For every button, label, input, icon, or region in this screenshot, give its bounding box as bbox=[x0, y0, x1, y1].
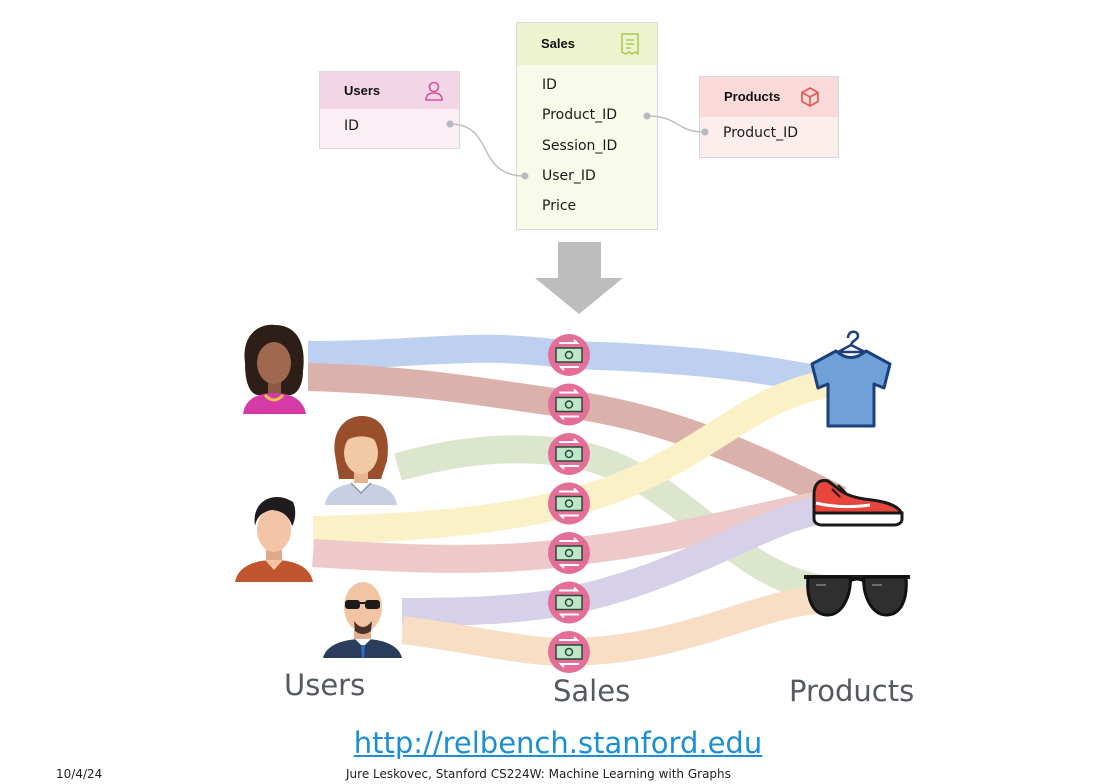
sales-column-label: Sales bbox=[553, 674, 631, 708]
relbench-link[interactable]: http://relbench.stanford.edu bbox=[353, 726, 763, 760]
sales-field-user-id: User_ID bbox=[542, 168, 596, 184]
bald-man-sunglasses-avatar bbox=[323, 575, 402, 658]
sales-table-title: Sales bbox=[541, 36, 575, 51]
products-table-header: Products bbox=[700, 77, 838, 117]
receipt-icon bbox=[621, 33, 639, 55]
edge-sale4-tshirt bbox=[565, 369, 838, 517]
sales-to-products-connector bbox=[643, 112, 709, 136]
users-column-label: Users bbox=[284, 668, 366, 702]
woman-red-hair-avatar bbox=[325, 415, 397, 505]
users-table-title: Users bbox=[344, 83, 381, 98]
users-field-id: ID bbox=[344, 118, 359, 134]
sales-field-product-id: Product_ID bbox=[542, 107, 618, 123]
products-table: Products Product_ID bbox=[699, 76, 839, 158]
footer-date: 10/4/24 bbox=[56, 767, 103, 781]
edge-user3-sale5 bbox=[312, 538, 572, 573]
tshirt-icon bbox=[810, 330, 892, 428]
users-table: Users ID bbox=[319, 71, 460, 149]
sunglasses-icon bbox=[804, 575, 910, 617]
users-table-header: Users bbox=[320, 72, 459, 109]
box-icon bbox=[801, 87, 819, 107]
products-table-title: Products bbox=[724, 89, 781, 104]
transform-arrow bbox=[535, 242, 623, 314]
products-column-label: Products bbox=[789, 674, 915, 708]
edge-ribbons bbox=[306, 334, 847, 666]
man-dark-hair-avatar bbox=[235, 496, 313, 582]
footer-credit: Jure Leskovec, Stanford CS224W: Machine … bbox=[346, 767, 731, 781]
edge-sale1-tshirt bbox=[568, 341, 835, 396]
edge-sale6-sneaker bbox=[566, 496, 825, 615]
users-to-sales-connector bbox=[446, 120, 529, 180]
sales-table: Sales ID Product_ID Session_ID User_ID P… bbox=[516, 22, 658, 230]
sales-field-price: Price bbox=[542, 198, 577, 214]
products-field-product-id: Product_ID bbox=[723, 125, 799, 141]
sales-table-header: Sales bbox=[517, 23, 657, 65]
sale-transaction-icon bbox=[548, 334, 590, 376]
sales-nodes bbox=[548, 334, 590, 673]
sale-transaction-icon bbox=[548, 532, 590, 574]
user-icon bbox=[425, 81, 443, 101]
edge-user2-sale3 bbox=[394, 435, 571, 481]
sales-field-id: ID bbox=[542, 77, 557, 93]
edge-user3-sale4 bbox=[312, 489, 573, 544]
sales-field-session-id: Session_ID bbox=[542, 138, 618, 154]
edge-user1-sale2 bbox=[306, 363, 571, 418]
sale-transaction-icon bbox=[548, 482, 590, 525]
sale-transaction-icon bbox=[548, 383, 590, 426]
woman-curly-hair-avatar bbox=[241, 323, 308, 414]
edge-user1-sale1 bbox=[306, 334, 571, 369]
sale-transaction-icon bbox=[548, 581, 590, 624]
sale-transaction-icon bbox=[548, 433, 590, 475]
sale-transaction-icon bbox=[548, 631, 590, 673]
edge-user4-sale7 bbox=[400, 616, 570, 666]
edge-sale7-sunglasses bbox=[568, 586, 826, 666]
edge-user4-sale6 bbox=[401, 587, 572, 626]
sneaker-icon bbox=[812, 479, 904, 527]
